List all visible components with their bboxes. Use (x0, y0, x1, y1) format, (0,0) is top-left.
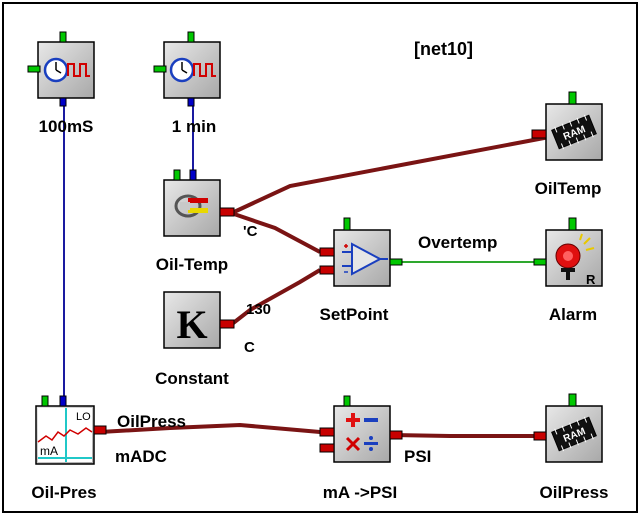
oil-pres-label: Oil-Pres (31, 483, 96, 502)
setpoint-label: SetPoint (320, 305, 389, 324)
adc-graph-icon: LO mA (37, 408, 93, 462)
constant-unit-label: C (244, 339, 255, 356)
clock-1min-label: 1 min (172, 117, 216, 136)
unit-c-deg-label: 'C (243, 223, 258, 240)
converter-label: mA ->PSI (323, 483, 397, 502)
ram-chip-icon: RAM (551, 416, 597, 452)
ram-chip-icon: RAM (551, 114, 597, 150)
adc-block-oil-pres[interactable]: LO mA (35, 395, 107, 465)
math-converter-block[interactable] (319, 395, 403, 463)
ram-block-oiltemp[interactable]: RAM (531, 91, 603, 161)
thermocouple-icon (174, 194, 208, 218)
clock-icon (169, 57, 216, 83)
clock-100ms-label: 100mS (39, 117, 94, 136)
math-operators-icon (345, 413, 378, 452)
thermocouple-block[interactable] (163, 169, 235, 237)
ram-block-oilpress[interactable]: RAM (533, 393, 603, 463)
alarm-bell-icon: R (555, 233, 596, 287)
constant-k-icon: K (176, 302, 207, 347)
clock-block-100ms[interactable] (27, 31, 95, 107)
wire-oiltemp-to-setpoint[interactable] (233, 212, 321, 254)
wire-oiltemp-to-ram[interactable] (233, 133, 561, 214)
wire-oilpres-to-converter[interactable] (99, 422, 321, 434)
oil-temp-label: Oil-Temp (156, 255, 228, 274)
ram-oilpress-label: OilPress (540, 483, 609, 502)
constant-value-label: 130 (246, 301, 271, 318)
psi-wire-label: PSI (404, 447, 431, 466)
constant-label: Constant (155, 369, 229, 388)
comparator-icon (342, 242, 388, 276)
adc-lo-text: LO (76, 411, 91, 423)
ram-oiltemp-label: OilTemp (535, 179, 602, 198)
wire-constant-to-setpoint[interactable] (230, 268, 322, 326)
setpoint-block[interactable] (319, 217, 403, 287)
alarm-label: Alarm (549, 305, 597, 324)
adc-ma-text: mA (40, 444, 58, 458)
net-label: [net10] (414, 39, 473, 59)
madc-wire-label: mADC (115, 447, 167, 466)
oilpress-wire-label: OilPress (117, 412, 186, 431)
alarm-block[interactable]: R (533, 217, 603, 287)
alarm-reset-r: R (586, 272, 596, 287)
clock-icon (43, 57, 90, 83)
clock-block-1min[interactable] (153, 31, 221, 107)
constant-block[interactable]: K (163, 291, 235, 349)
wire-converter-to-ram[interactable] (391, 433, 541, 438)
overtemp-label: Overtemp (418, 233, 497, 252)
